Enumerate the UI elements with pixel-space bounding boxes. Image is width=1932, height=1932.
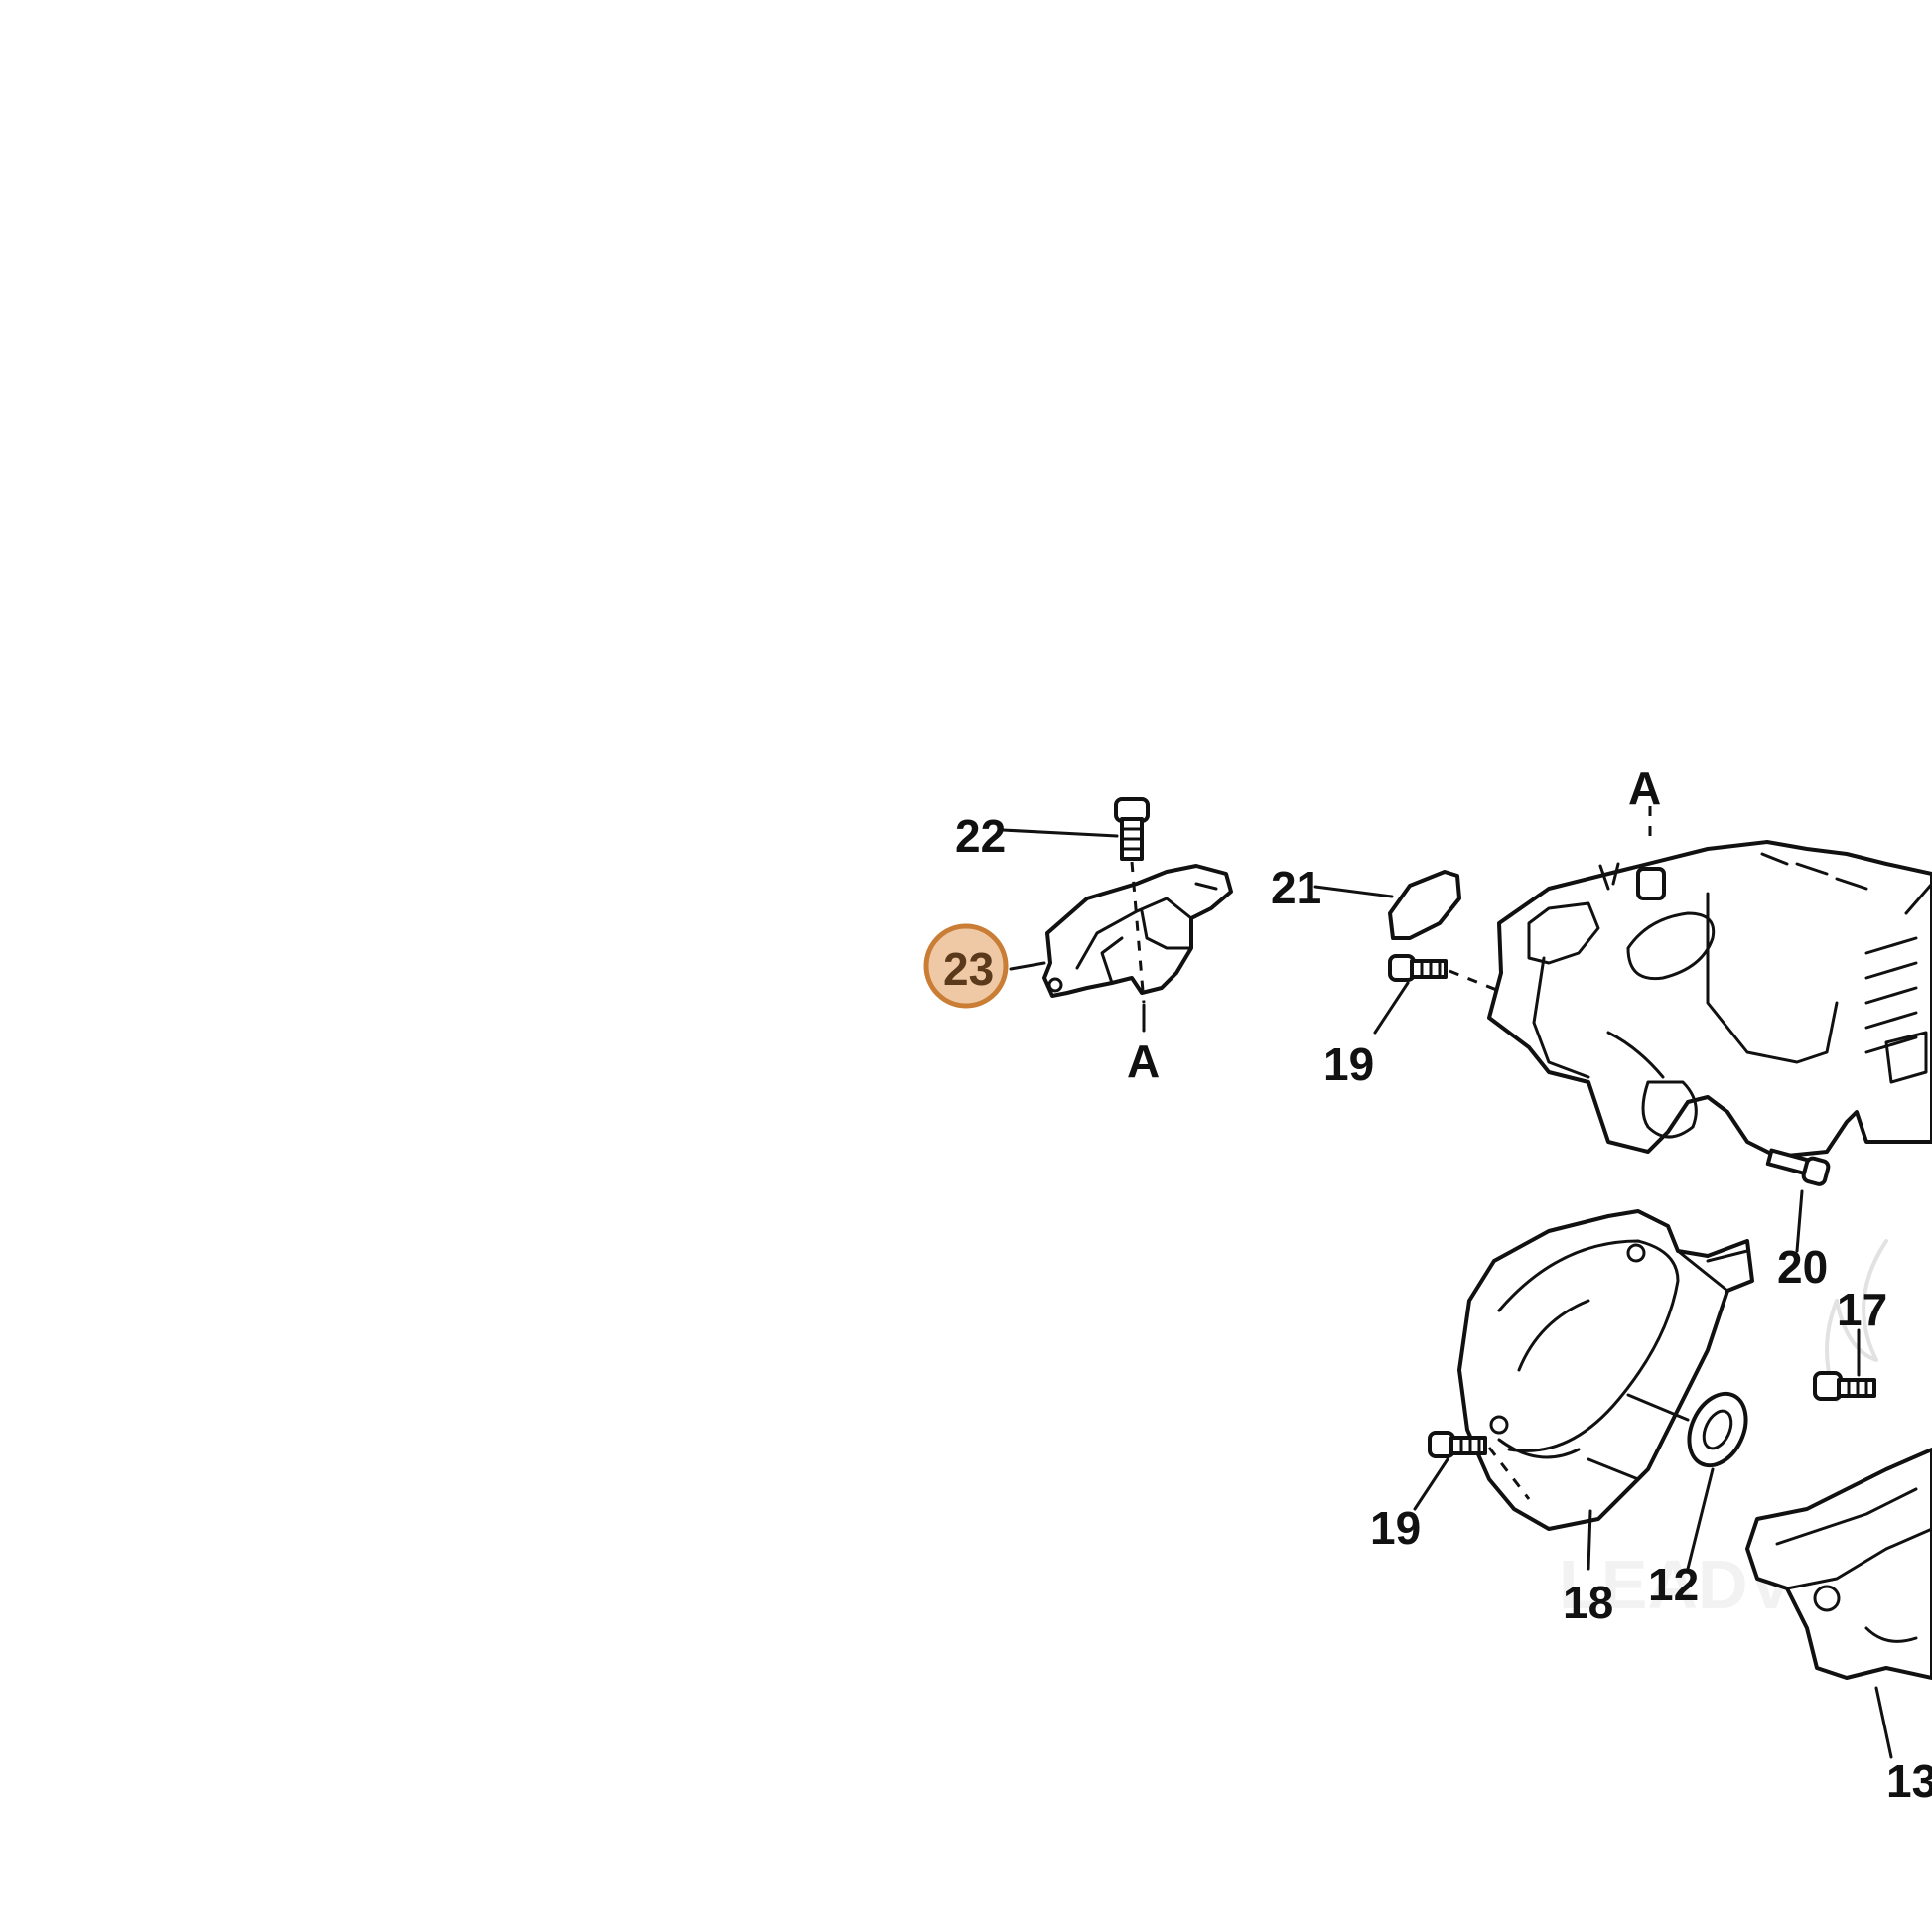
leader-22 bbox=[1001, 828, 1119, 838]
label-17[interactable]: 17 bbox=[1837, 1284, 1887, 1335]
part-13-crankcase[interactable] bbox=[1745, 1448, 1932, 1680]
part-19-screw-bottom[interactable] bbox=[1428, 1431, 1487, 1458]
leader-22-to-23-axis bbox=[1130, 861, 1146, 1004]
leader-18 bbox=[1587, 1509, 1592, 1571]
label-23: 23 bbox=[943, 943, 994, 995]
leader-23 bbox=[1009, 961, 1046, 971]
part-21-filter[interactable] bbox=[1388, 870, 1461, 940]
part-top-cover[interactable] bbox=[1487, 840, 1932, 1159]
part-22-screw[interactable] bbox=[1114, 797, 1150, 861]
part-17-screw[interactable] bbox=[1813, 1371, 1876, 1401]
leader-13 bbox=[1874, 1686, 1893, 1759]
leader-19-top bbox=[1373, 981, 1410, 1035]
part-18-fan-housing[interactable] bbox=[1457, 1209, 1754, 1531]
label-18[interactable]: 18 bbox=[1563, 1577, 1613, 1628]
part-20-screw[interactable] bbox=[1765, 1148, 1831, 1186]
part-12-seal[interactable] bbox=[1678, 1385, 1756, 1475]
label-a-bottom[interactable]: A bbox=[1127, 1035, 1160, 1087]
callout-23-ring bbox=[923, 923, 1009, 1009]
part-19-screw-top[interactable] bbox=[1388, 954, 1448, 982]
leader-20 bbox=[1795, 1189, 1804, 1253]
label-20[interactable]: 20 bbox=[1777, 1241, 1828, 1293]
label-12[interactable]: 12 bbox=[1648, 1559, 1699, 1610]
leader-19-bottom bbox=[1413, 1457, 1449, 1511]
leader-21 bbox=[1313, 885, 1394, 898]
label-19-bottom[interactable]: 19 bbox=[1370, 1502, 1421, 1554]
label-22[interactable]: 22 bbox=[955, 810, 1006, 862]
label-21[interactable]: 21 bbox=[1271, 862, 1321, 913]
leader-12 bbox=[1686, 1467, 1715, 1571]
label-13[interactable]: 13 bbox=[1886, 1755, 1932, 1807]
callout-23[interactable]: 23 bbox=[923, 923, 1009, 1009]
label-a-top[interactable]: A bbox=[1628, 762, 1661, 814]
label-19-top[interactable]: 19 bbox=[1323, 1038, 1374, 1090]
